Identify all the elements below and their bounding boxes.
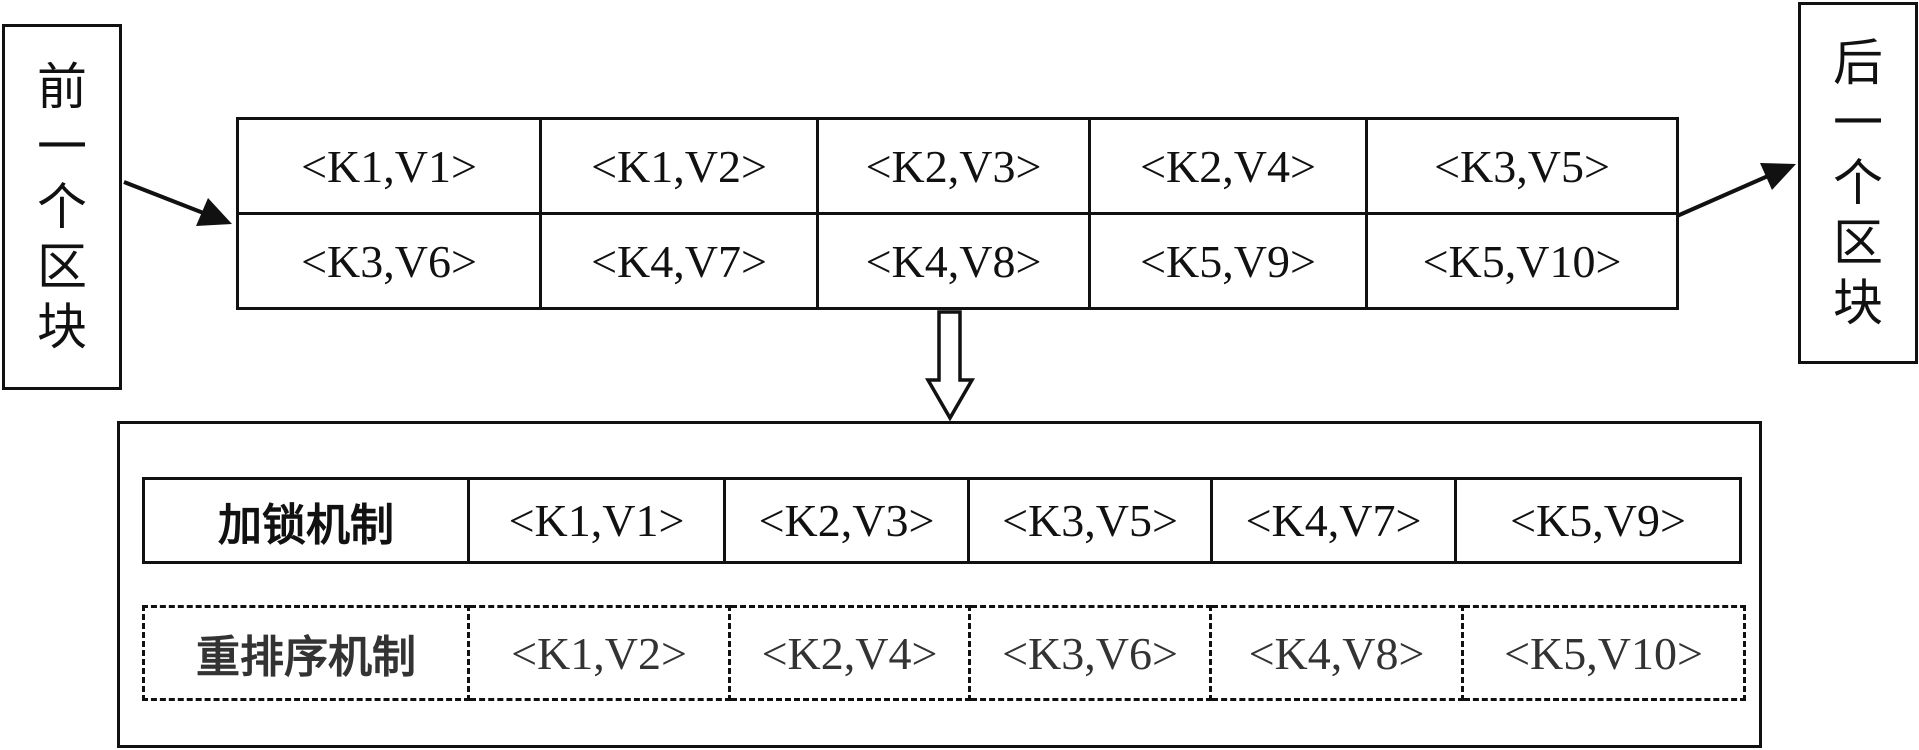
- down-arrow-icon: [924, 310, 976, 422]
- reordering-cell: <K1,V2>: [467, 605, 731, 701]
- reordering-mechanism-row: 重排序机制 <K1,V2> <K2,V4> <K3,V6> <K4,V8> <K…: [142, 605, 1746, 701]
- previous-block-char: 一: [37, 118, 87, 176]
- next-block-char: 块: [1833, 274, 1883, 332]
- previous-block-char: 块: [37, 298, 87, 356]
- locking-mechanism-label: 加锁机制: [142, 477, 470, 564]
- locking-cell: <K4,V7>: [1210, 477, 1457, 564]
- block-cell: <K4,V8>: [816, 212, 1091, 310]
- previous-block-char: 前: [37, 58, 87, 116]
- block-cell: <K3,V6>: [236, 212, 542, 310]
- block-cell: <K4,V7>: [539, 212, 819, 310]
- locking-mechanism-row: 加锁机制 <K1,V1> <K2,V3> <K3,V5> <K4,V7> <K5…: [142, 477, 1742, 564]
- reordering-cell: <K5,V10>: [1461, 605, 1746, 701]
- reordering-cell: <K2,V4>: [728, 605, 971, 701]
- locking-cell: <K5,V9>: [1454, 477, 1742, 564]
- next-block-char: 区: [1833, 214, 1883, 272]
- next-block: 后 一 个 区 块: [1798, 2, 1918, 364]
- block-cell: <K5,V9>: [1088, 212, 1368, 310]
- next-block-char: 一: [1833, 94, 1883, 152]
- locking-cell: <K3,V5>: [967, 477, 1213, 564]
- arrow-icon: [123, 180, 232, 226]
- next-block-char: 个: [1833, 154, 1883, 212]
- locking-cell: <K1,V1>: [467, 477, 726, 564]
- current-block-table: <K1,V1> <K1,V2> <K2,V3> <K2,V4> <K3,V5> …: [236, 117, 1679, 310]
- reordering-cell: <K4,V8>: [1209, 605, 1464, 701]
- previous-block-char: 区: [37, 238, 87, 296]
- block-cell: <K1,V1>: [236, 117, 542, 215]
- next-block-char: 后: [1833, 34, 1883, 92]
- locking-cell: <K2,V3>: [723, 477, 970, 564]
- reordering-mechanism-label: 重排序机制: [142, 605, 470, 701]
- block-cell: <K3,V5>: [1365, 117, 1679, 215]
- arrow-icon: [1676, 163, 1796, 218]
- block-row: <K3,V6> <K4,V7> <K4,V8> <K5,V9> <K5,V10>: [236, 212, 1679, 310]
- reordering-cell: <K3,V6>: [968, 605, 1212, 701]
- block-row: <K1,V1> <K1,V2> <K2,V3> <K2,V4> <K3,V5>: [236, 117, 1679, 215]
- block-cell: <K2,V4>: [1088, 117, 1368, 215]
- previous-block-char: 个: [37, 178, 87, 236]
- block-cell: <K1,V2>: [539, 117, 819, 215]
- previous-block: 前 一 个 区 块: [2, 24, 122, 390]
- block-cell: <K2,V3>: [816, 117, 1091, 215]
- block-cell: <K5,V10>: [1365, 212, 1679, 310]
